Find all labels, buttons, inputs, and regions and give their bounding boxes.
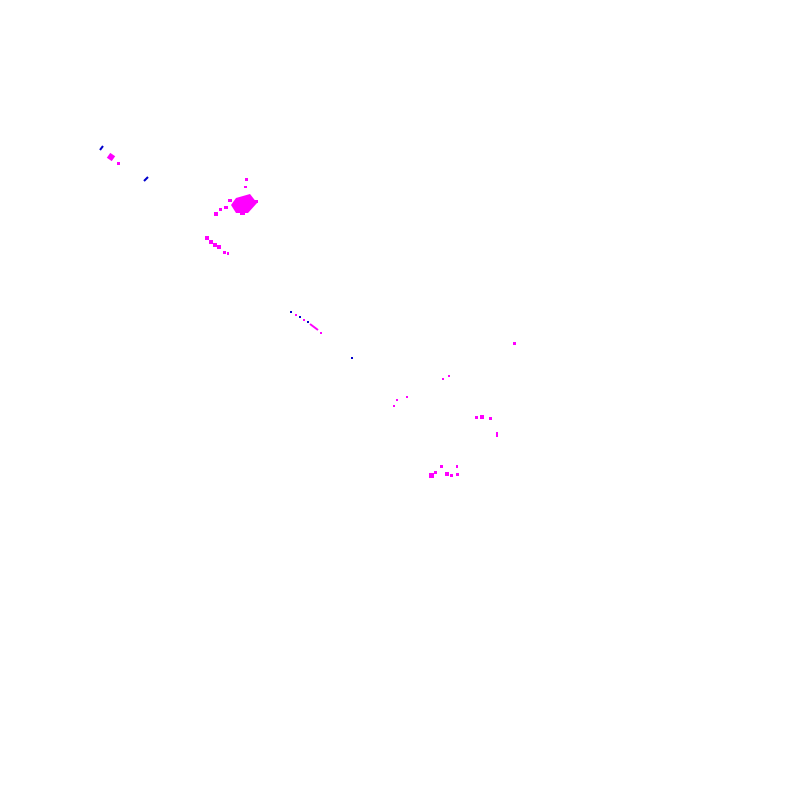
- magenta-patch: [456, 473, 459, 476]
- magenta-patch: [254, 200, 258, 203]
- blue-segment: [99, 145, 104, 151]
- magenta-patch: [429, 473, 434, 478]
- magenta-patch: [434, 471, 437, 474]
- magenta-patch: [456, 465, 458, 468]
- feature-group-scattered: [393, 342, 516, 407]
- magenta-patch: [489, 417, 492, 420]
- magenta-patch: [214, 212, 218, 216]
- feature-group-south: [429, 465, 459, 478]
- feature-group-dense-cluster: [214, 178, 258, 216]
- magenta-patch: [209, 240, 213, 244]
- magenta-dot: [303, 319, 305, 321]
- magenta-patch: [224, 206, 228, 209]
- magenta-dot: [442, 378, 444, 380]
- magenta-patch: [440, 465, 443, 468]
- magenta-dot: [406, 396, 408, 398]
- magenta-segment: [309, 323, 319, 331]
- magenta-dot: [448, 375, 450, 377]
- feature-group-northwest: [99, 145, 149, 182]
- magenta-patch: [475, 416, 478, 419]
- blue-dot: [290, 311, 292, 313]
- feature-group-strip: [205, 236, 229, 255]
- magenta-patch: [244, 186, 247, 188]
- magenta-patch: [227, 252, 229, 255]
- magenta-patch: [213, 243, 217, 247]
- blue-dot: [351, 357, 353, 359]
- magenta-patch: [480, 415, 484, 419]
- magenta-patch: [445, 472, 449, 476]
- magenta-patch: [231, 194, 257, 213]
- magenta-patch: [223, 251, 226, 254]
- feature-group-east: [475, 415, 498, 437]
- magenta-dot: [396, 399, 398, 401]
- magenta-patch: [219, 208, 222, 211]
- magenta-patch: [228, 199, 232, 202]
- magenta-dot: [393, 405, 395, 407]
- magenta-patch: [450, 474, 453, 477]
- magenta-dot: [295, 314, 297, 316]
- magenta-dot: [513, 342, 516, 345]
- feature-group-middle-diagonal: [290, 311, 353, 359]
- blue-segment: [143, 176, 149, 182]
- magenta-patch: [240, 212, 245, 215]
- magenta-patch: [117, 162, 120, 165]
- magenta-dot: [320, 332, 322, 334]
- magenta-patch: [245, 178, 248, 181]
- blue-dot: [307, 321, 309, 323]
- magenta-patch: [205, 236, 209, 240]
- magenta-patch: [217, 245, 221, 249]
- magenta-patch: [496, 432, 498, 437]
- blue-dot: [299, 316, 301, 318]
- magenta-patch: [106, 152, 116, 162]
